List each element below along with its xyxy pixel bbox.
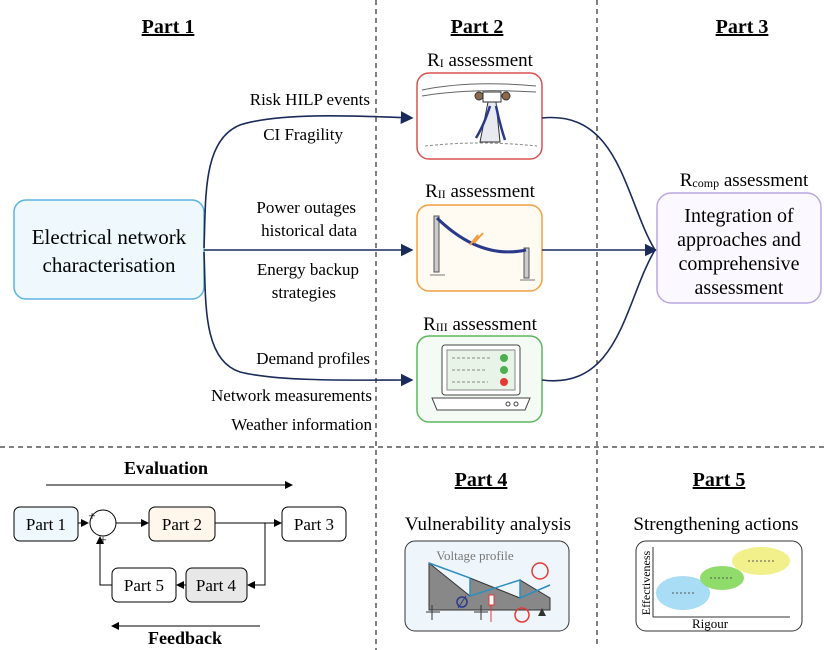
evaluation-label: Evaluation — [124, 458, 208, 478]
part1-heading: Part 1 — [142, 16, 195, 38]
loop-part3-label: Part 3 — [294, 515, 334, 534]
part3-heading: Part 3 — [716, 16, 769, 38]
loop-part2-box — [148, 506, 216, 542]
laptop-checklist-icon — [431, 344, 531, 411]
loop-part1-box — [13, 506, 79, 542]
part4-heading: Part 4 — [455, 469, 508, 491]
network-characterisation-box — [13, 199, 205, 300]
flow-r3-to-rcomp — [541, 249, 656, 382]
loop-part3-box — [281, 506, 347, 542]
pole-damage-icon — [421, 83, 538, 147]
plus-sign-top: + — [88, 508, 95, 523]
label-demand-profiles: Demand profiles — [256, 349, 370, 368]
loop-part1-label: Part 1 — [26, 515, 66, 534]
label-power-outages: Power outages — [256, 198, 356, 217]
loop-part4-label: Part 4 — [196, 576, 237, 595]
effectiveness-rigour-chart: Effectiveness Rigour — [639, 547, 790, 631]
feedback-label: Feedback — [148, 628, 222, 648]
effectiveness-axis-label: Effectiveness — [639, 550, 653, 615]
integration-line1: Integration of — [684, 205, 794, 227]
part2-heading: Part 2 — [451, 16, 504, 38]
label-historical-data: historical data — [261, 221, 357, 240]
action-cluster-low — [656, 576, 710, 610]
label-ci-fragility: CI Fragility — [263, 125, 343, 144]
label-weather-information: Weather information — [231, 415, 372, 434]
network-label-line2: characterisation — [43, 253, 176, 277]
link-to-part4 — [247, 523, 266, 589]
rcomp-assessment-title: Rcomp assessment — [680, 170, 809, 191]
r1-assessment-title: RI assessment — [427, 50, 534, 71]
network-label-line1: Electrical network — [32, 225, 187, 249]
loop-part2-label: Part 2 — [162, 515, 202, 534]
integration-line4: assessment — [695, 277, 784, 299]
vulnerability-title: Vulnerability analysis — [405, 514, 571, 535]
flow-r1-to-rcomp — [541, 116, 656, 251]
label-risk-hilp: Risk HILP events — [250, 90, 370, 109]
voltage-profile-plot: Voltage profile — [426, 548, 551, 623]
r1-assessment-box — [416, 72, 543, 160]
rcomp-integration-box — [656, 192, 822, 304]
voltage-profile-label: Voltage profile — [436, 548, 514, 563]
flow-to-r1 — [203, 111, 414, 249]
r2-assessment-title: RII assessment — [425, 181, 536, 202]
integration-line2: approaches and — [677, 229, 801, 251]
loop-part5-label: Part 5 — [124, 576, 164, 595]
label-network-measurements: Network measurements — [211, 386, 372, 405]
r3-assessment-title: RIII assessment — [423, 314, 538, 335]
part5-heading: Part 5 — [693, 469, 746, 491]
integration-line3: comprehensive — [678, 253, 799, 275]
label-energy-backup-1: Energy backup — [257, 260, 359, 279]
link-part5-to-sum — [96, 536, 112, 586]
flow-to-r3 — [203, 251, 414, 387]
rigour-axis-label: Rigour — [692, 616, 729, 631]
powerline-icon — [430, 215, 535, 281]
label-energy-backup-2: strategies — [272, 283, 336, 302]
strengthening-title: Strengthening actions — [633, 514, 798, 535]
